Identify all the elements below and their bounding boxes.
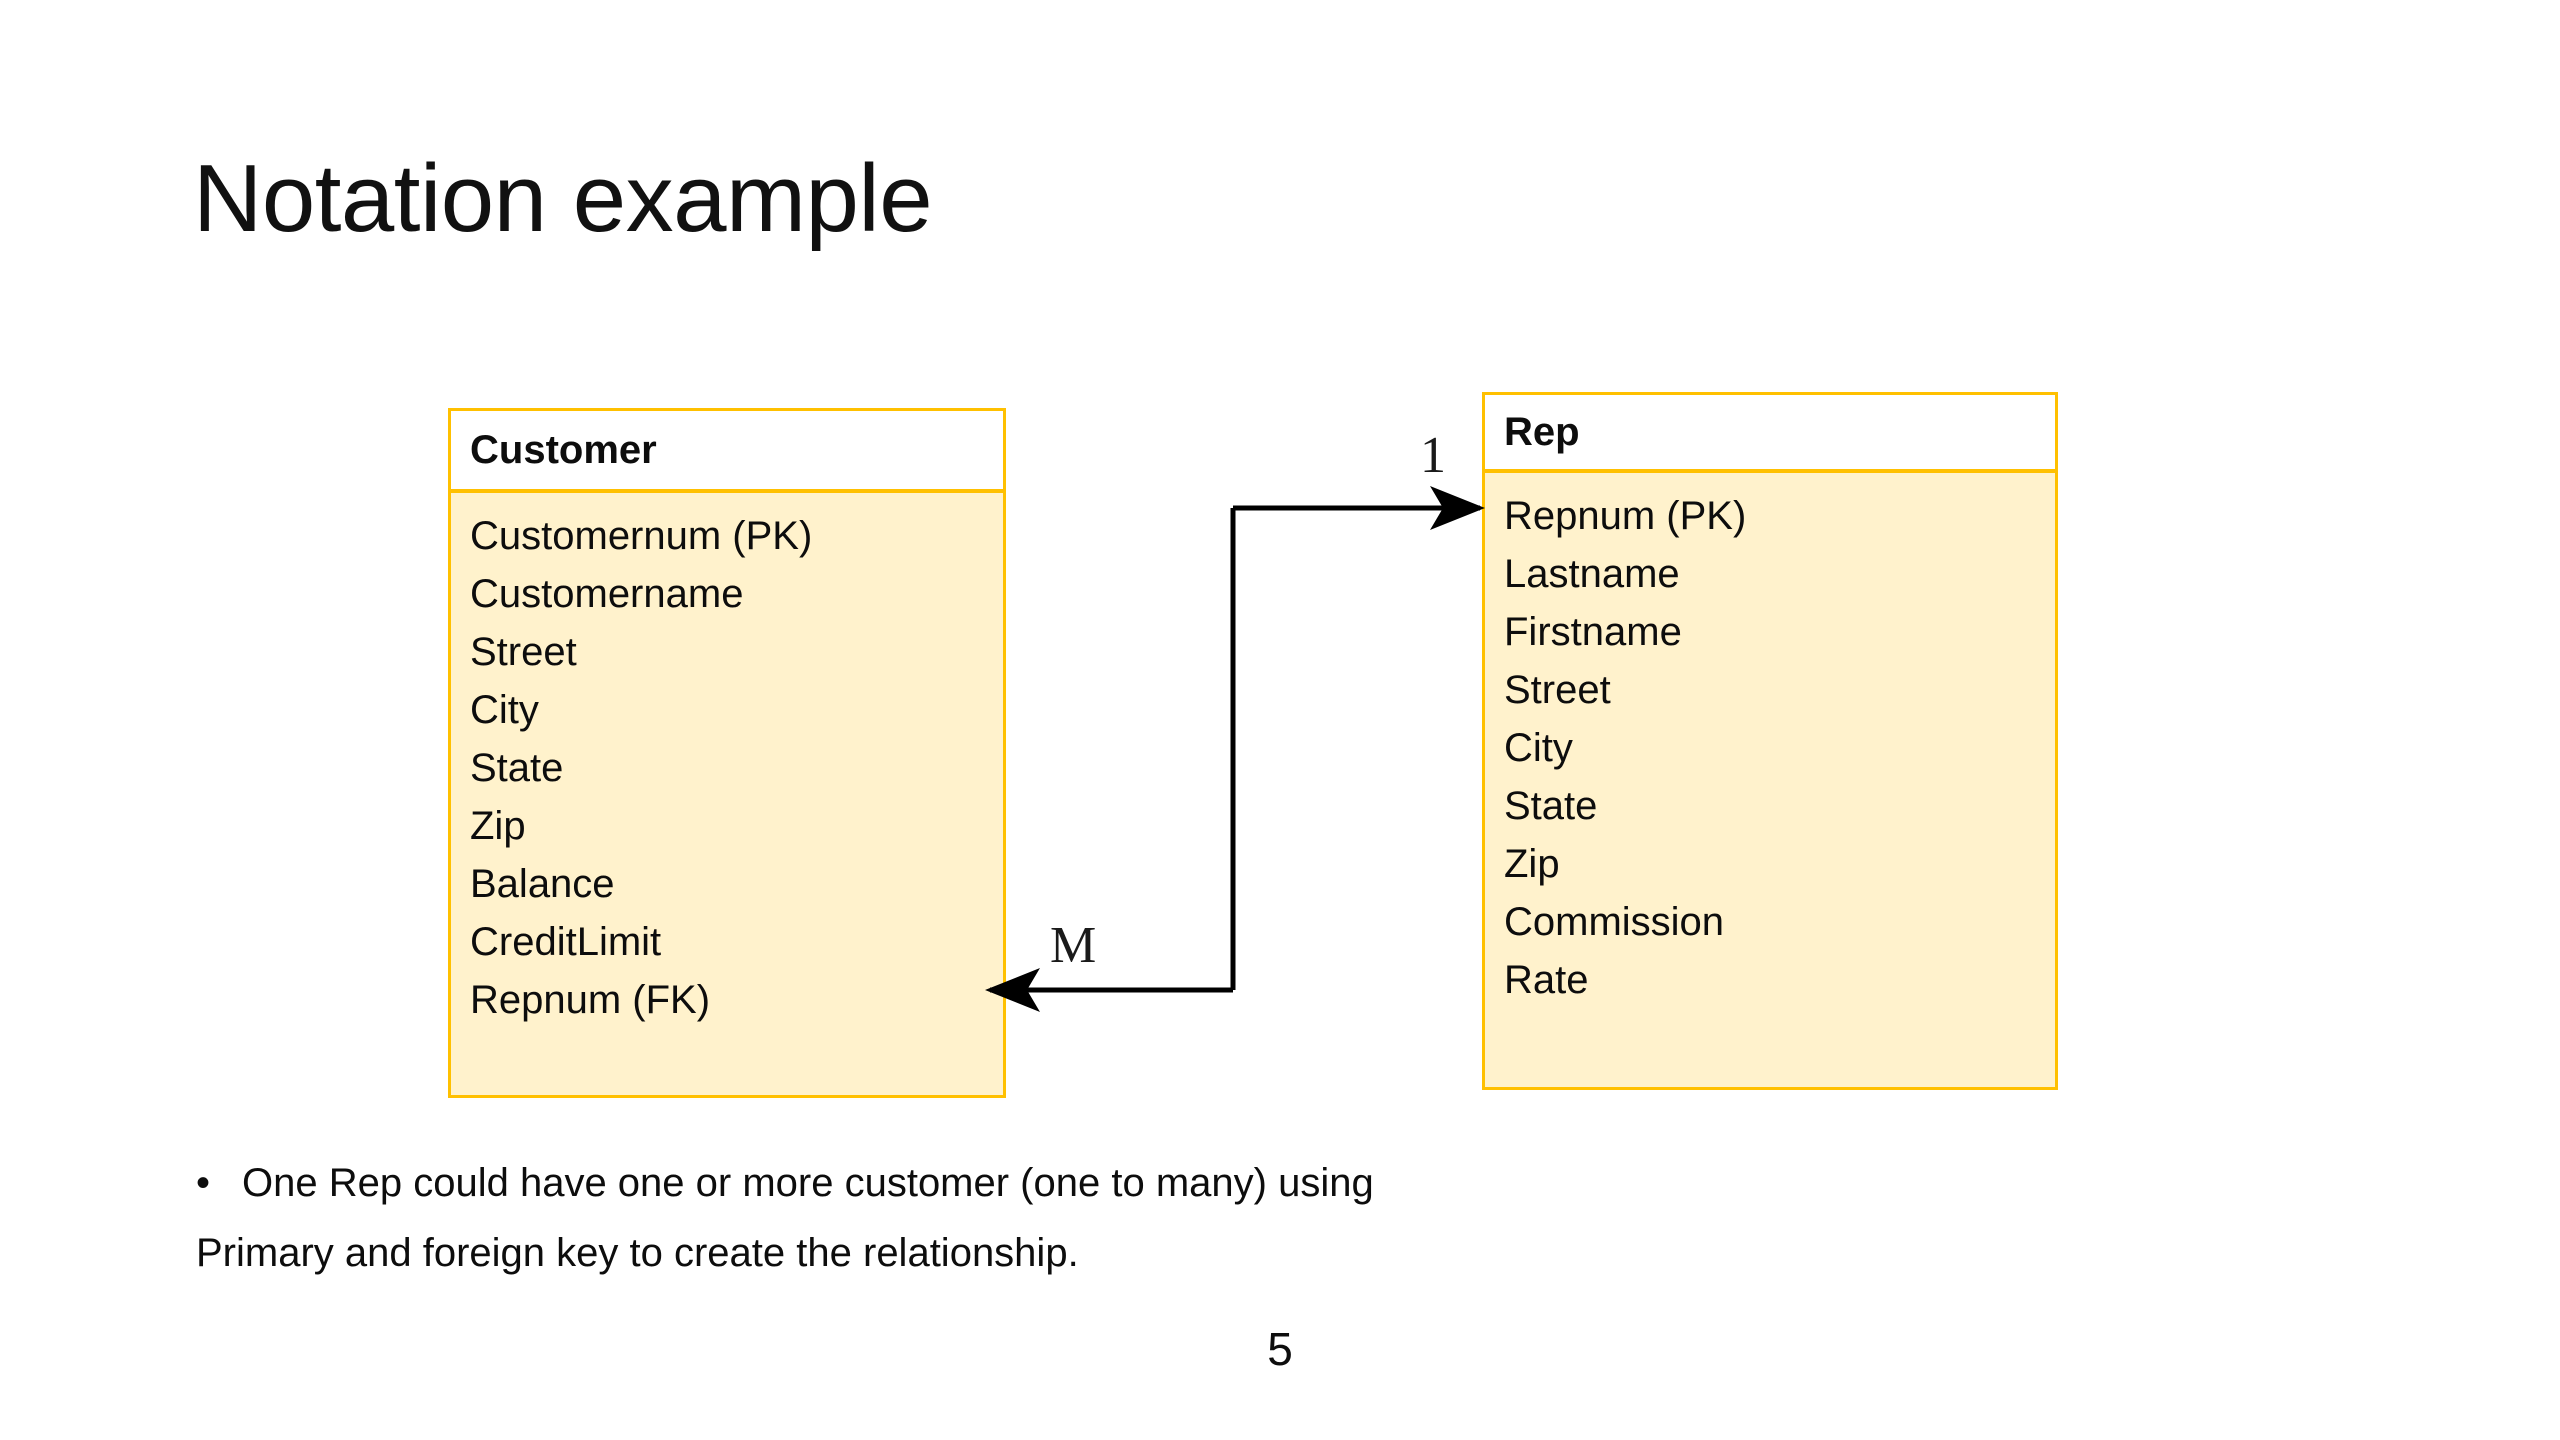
entity-header-rep: Rep (1485, 395, 2055, 473)
bullet-continuation-label: Primary and foreign key to create the re… (196, 1231, 1079, 1275)
entity-field: Zip (1504, 842, 1560, 886)
entity-field: City (470, 688, 539, 732)
entity-field-list-rep: Repnum (PK) Lastname Firstname Street Ci… (1485, 473, 2055, 1087)
entity-field: Customernum (PK) (470, 514, 813, 558)
page-number: 5 (1267, 1323, 1293, 1375)
bullet-marker-icon: • (196, 1161, 211, 1205)
cardinality-label-one: 1 (1420, 427, 1446, 484)
entity-field-list-customer: Customernum (PK) Customername Street Cit… (451, 493, 1003, 1095)
entity-box-customer[interactable]: Customer Customernum (PK) Customername S… (448, 408, 1006, 1098)
cardinality-label-many: M (1050, 917, 1097, 974)
entity-field: State (470, 746, 564, 790)
entity-field: Street (470, 630, 577, 674)
entity-field: Commission (1504, 900, 1725, 944)
entity-field: Rate (1504, 958, 1589, 1002)
entity-field: Firstname (1504, 610, 1682, 654)
entity-field: City (1504, 726, 1573, 770)
entity-field: Repnum (FK) (470, 978, 711, 1022)
entity-field: State (1504, 784, 1598, 828)
entity-field: Repnum (PK) (1504, 494, 1747, 538)
bullet-list-item: • One Rep could have one or more custome… (196, 1148, 1996, 1218)
entity-box-rep[interactable]: Rep Repnum (PK) Lastname Firstname Stree… (1482, 392, 2058, 1090)
entity-header-customer: Customer (451, 411, 1003, 493)
entity-field: Balance (470, 862, 615, 906)
entity-field: Zip (470, 804, 526, 848)
entity-title-customer: Customer (470, 428, 657, 472)
entity-field: Customername (470, 572, 744, 616)
entity-field: Street (1504, 668, 1611, 712)
entity-field: Lastname (1504, 552, 1680, 596)
bullet-item-label: One Rep could have one or more customer … (242, 1161, 1374, 1205)
entity-field: CreditLimit (470, 920, 662, 964)
page-title: Notation example (193, 145, 933, 252)
body-text-block: • One Rep could have one or more custome… (196, 1148, 1996, 1288)
relationship-connector (985, 486, 1485, 1012)
entity-title-rep: Rep (1504, 410, 1580, 454)
